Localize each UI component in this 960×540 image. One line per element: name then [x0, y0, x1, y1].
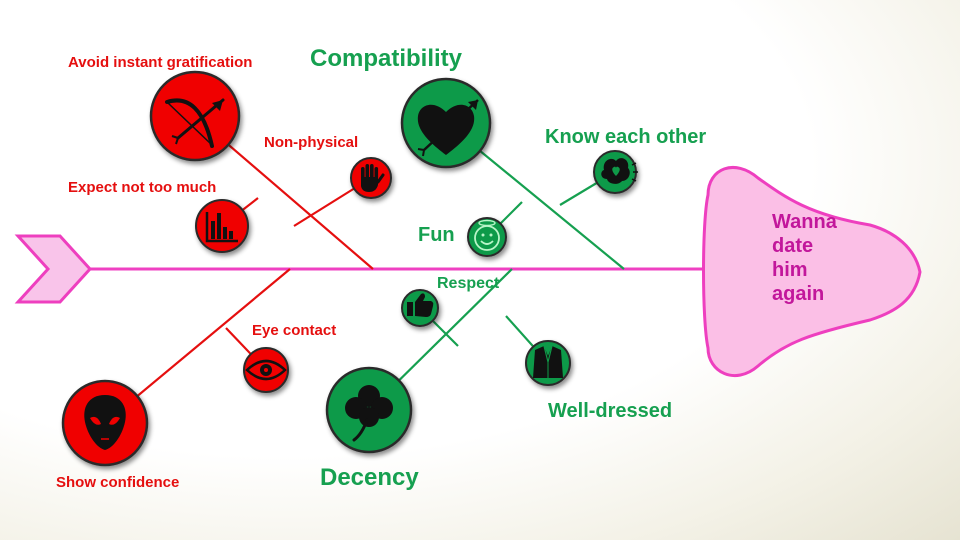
bow-and-arrow-icon — [149, 70, 241, 162]
label-compatibility: Compatibility — [310, 45, 463, 72]
suit-jacket-icon — [525, 340, 571, 386]
eye-icon — [243, 347, 289, 393]
label-respect: Respect — [437, 275, 500, 292]
label-decency: Decency — [320, 464, 419, 491]
label-eye-contact: Eye contact — [252, 322, 337, 339]
clover-icon — [325, 366, 413, 454]
heart-with-arrow-icon — [400, 77, 492, 169]
head-heart — [702, 166, 922, 377]
label-avoid-instant-gratification: Avoid instant gratification — [68, 54, 253, 71]
tail-chevron — [14, 234, 93, 304]
thumbs-up-icon — [401, 289, 439, 327]
brain-heart-icon — [593, 150, 638, 194]
label-non-physical: Non-physical — [264, 134, 359, 151]
bar-chart-icon — [195, 199, 249, 253]
label-know-each-other: Know each other — [545, 126, 707, 148]
head-label: Wanna date him again — [772, 210, 872, 306]
head-label-line-4: again — [772, 283, 825, 305]
label-fun: Fun — [418, 224, 455, 246]
label-show-confidence: Show confidence — [56, 474, 180, 491]
label-expect-not-too-much: Expect not too much — [68, 179, 217, 196]
head-label-line-1: Wanna — [772, 211, 837, 233]
head-label-line-3: him — [772, 259, 808, 281]
green-bones — [368, 122, 625, 411]
label-well-dressed: Well-dressed — [548, 400, 673, 422]
raised-hand-icon — [350, 157, 392, 199]
head-label-line-2: date — [772, 235, 814, 257]
smiley-face-icon — [467, 217, 507, 257]
alien-face-icon — [61, 379, 149, 467]
